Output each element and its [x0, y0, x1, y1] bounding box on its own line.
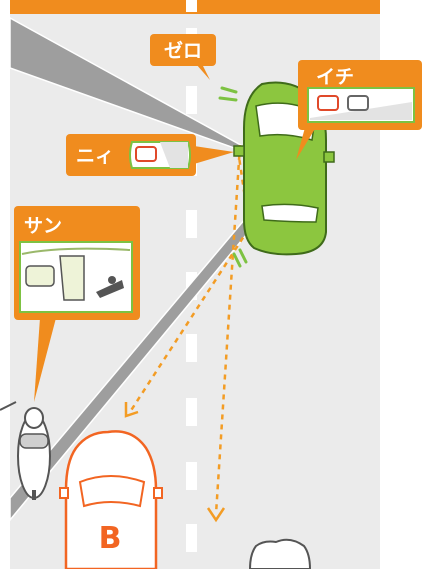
- dashed-arrow-rear: [214, 144, 242, 515]
- mirror-view-icon: [307, 87, 415, 123]
- upper-sight-beam: [9, 16, 269, 161]
- callout-ichi-label: イチ: [316, 66, 354, 88]
- rear-car: [248, 538, 312, 569]
- callout-nii-label: ニィ: [76, 145, 114, 167]
- callout-san: サン: [14, 206, 140, 402]
- arrowheads: [124, 402, 226, 523]
- vehicle-b-label: B: [99, 521, 122, 556]
- callout-zero: ゼロ: [150, 34, 216, 80]
- blind-spot-view-icon: [19, 241, 133, 313]
- motorcycle-icon: [0, 401, 51, 500]
- callout-zero-label: ゼロ: [164, 39, 202, 62]
- attention-ticks: [218, 86, 248, 268]
- callout-nii: ニィ: [66, 134, 234, 176]
- arrowhead-rear: [206, 507, 226, 523]
- vehicle-b: B: [59, 430, 163, 569]
- arrowhead-blindspot: [124, 402, 139, 418]
- callout-san-label: サン: [24, 215, 62, 237]
- callout-ichi: イチ: [296, 60, 422, 160]
- side-mirror-view-icon: [129, 141, 191, 169]
